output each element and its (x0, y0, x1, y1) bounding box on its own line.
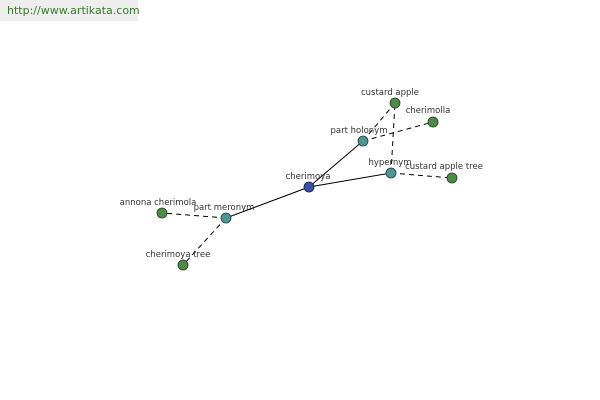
node-annona-cherimola[interactable] (156, 207, 168, 219)
label-cherimolla: cherimolla (406, 106, 451, 116)
edge-hypernym-custard-apple-tree (390, 172, 453, 179)
label-annona-cherimola: annona cherimola (120, 198, 197, 208)
edge-center-hypernym (308, 172, 392, 188)
label-part-meronym: part meronym (194, 203, 255, 213)
node-custard-apple-tree[interactable] (446, 172, 458, 184)
node-cherimoya[interactable] (303, 181, 315, 193)
edge-center-part-meronym (225, 186, 310, 219)
label-cherimoya-tree: cherimoya tree (146, 250, 211, 260)
node-hypernym[interactable] (385, 167, 397, 179)
url-bar: http://www.artikata.com (0, 0, 140, 21)
label-custard-apple: custard apple (361, 88, 419, 98)
node-part-meronym[interactable] (220, 212, 232, 224)
label-part-holonym: part holonym (331, 126, 388, 136)
node-part-holonym[interactable] (357, 135, 369, 147)
edge-hypernym-custard-apple (390, 102, 396, 174)
edge-part-meronym-annona-cherimola (161, 212, 227, 219)
label-cherimoya: cherimoya (286, 172, 331, 182)
edge-part-meronym-cherimoya-tree (182, 217, 227, 266)
url-link[interactable]: http://www.artikata.com (7, 4, 140, 17)
label-hypernym: hypernym (368, 158, 411, 168)
label-custard-apple-tree: custard apple tree (405, 162, 483, 172)
node-cherimolla[interactable] (427, 116, 439, 128)
edge-center-part-holonym (308, 140, 364, 188)
edge-part-holonym-cherimolla (362, 121, 434, 142)
node-custard-apple[interactable] (389, 97, 401, 109)
node-cherimoya-tree[interactable] (177, 259, 189, 271)
